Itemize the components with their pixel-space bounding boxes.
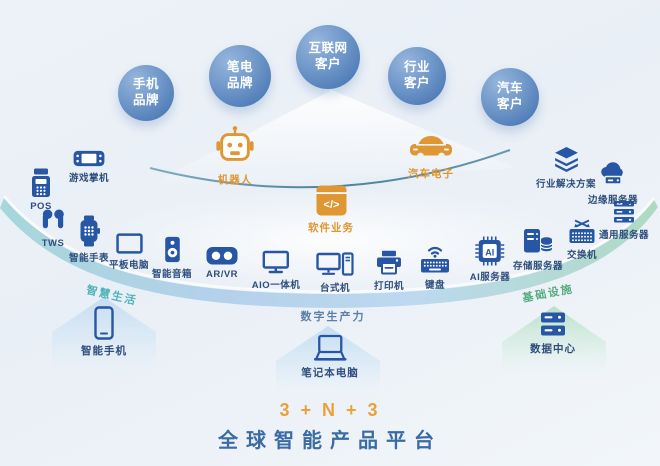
storage-server-icon: [523, 227, 553, 255]
device-label: 边缘服务器: [587, 195, 639, 206]
monitor-icon: [262, 250, 290, 274]
software-window-icon: </>: [315, 184, 348, 217]
pillar-smartphone: 智能手机: [81, 306, 127, 358]
core-item-software: </> 软件业务: [308, 184, 354, 235]
device-storage-server: 存储服务器: [513, 227, 563, 272]
customer-label: 汽车客户: [496, 81, 523, 111]
customer-label: 笔电品牌: [226, 60, 253, 90]
device-label: 智能手表: [68, 253, 110, 264]
customer-label: 手机品牌: [132, 77, 159, 107]
device-ar-vr: AR/VR: [206, 246, 239, 280]
laptop-icon: [313, 334, 347, 362]
device-label: 通用服务器: [598, 230, 650, 241]
core-item-label: 软件业务: [308, 222, 354, 234]
earbuds-icon: [41, 208, 66, 235]
vr-goggles-icon: [206, 246, 239, 266]
pillar-datacenter: 数据中心: [530, 311, 576, 356]
device-aio: AIO一体机: [252, 250, 300, 291]
device-label: AIO一体机: [251, 280, 301, 291]
pillar-label: 智能手机: [81, 345, 127, 357]
smartphone-icon: [93, 306, 115, 340]
ai-chip-icon: AI: [475, 236, 505, 266]
device-label: 键盘: [424, 280, 445, 291]
customer-circle-laptop-brand: 笔电品牌: [209, 45, 271, 107]
handheld-console-icon: [73, 150, 105, 167]
core-item-label: 汽车电子: [408, 168, 454, 180]
platform-title: 全球智能产品平台: [218, 430, 442, 452]
footer-title-block: 3 + N + 3 全球智能产品平台: [0, 400, 660, 453]
device-label: TWS: [41, 238, 65, 249]
device-desktop: 台式机: [316, 252, 354, 294]
solution-layers-icon: [552, 146, 579, 173]
device-keyboard: 键盘: [420, 241, 450, 291]
customer-circle-industry: 行业客户: [388, 47, 446, 105]
device-printer: 打印机: [374, 250, 404, 292]
edge-cloud-server-icon: [599, 161, 627, 189]
device-label: AR/VR: [205, 269, 239, 280]
printer-icon: [375, 250, 403, 275]
smart-speaker-icon: [161, 236, 182, 263]
pillar-laptop: 笔记本电脑: [301, 334, 359, 380]
device-label: 台式机: [319, 283, 350, 294]
device-label: AI服务器: [469, 272, 511, 283]
platform-formula: 3 + N + 3: [279, 400, 381, 420]
car-icon: [408, 131, 454, 163]
desktop-pc-icon: [316, 252, 354, 277]
robot-icon: [214, 125, 256, 169]
customer-circle-internet: 互联网客户: [296, 25, 360, 89]
device-industry-solution: 行业解决方案: [536, 146, 596, 190]
tablet-icon: [115, 233, 143, 254]
device-label: 存储服务器: [512, 261, 564, 272]
pos-terminal-icon: [30, 168, 53, 198]
core-item-automotive: 汽车电子: [408, 131, 454, 181]
customer-label: 互联网客户: [308, 41, 348, 71]
pillar-label: 数据中心: [530, 343, 576, 355]
network-switch-icon: [568, 218, 596, 244]
zone-label-digital-productivity: 数字生产力: [300, 311, 366, 323]
datacenter-icon: [538, 311, 568, 338]
smartwatch-icon: [77, 215, 101, 247]
core-item-label: 机器人: [217, 174, 253, 186]
device-label: 打印机: [373, 281, 405, 292]
device-label: 平板电脑: [108, 260, 150, 271]
device-edge-server: 边缘服务器: [588, 161, 638, 206]
customer-circle-phone-brand: 手机品牌: [118, 65, 174, 121]
device-label: 交换机: [566, 250, 598, 261]
device-smartwatch: 智能手表: [69, 215, 109, 264]
device-general-server: 通用服务器: [599, 200, 649, 241]
device-switch: 交换机: [567, 218, 597, 261]
device-label: 行业解决方案: [535, 179, 597, 190]
device-label: 智能音箱: [151, 269, 193, 280]
pillar-label: 笔记本电脑: [301, 367, 359, 379]
customer-label: 行业客户: [403, 60, 430, 90]
device-tws: TWS: [41, 208, 66, 249]
core-item-robot: 机器人: [214, 125, 256, 187]
customer-circle-automotive: 汽车客户: [481, 68, 539, 126]
device-pos: POS: [30, 168, 53, 212]
device-smart-speaker: 智能音箱: [152, 236, 192, 280]
device-ai-server: AI AI服务器: [470, 236, 511, 283]
device-label: POS: [30, 201, 52, 212]
device-label: 游戏掌机: [68, 173, 110, 184]
device-game-handheld: 游戏掌机: [69, 150, 109, 184]
rack-server-icon: [613, 200, 635, 224]
wireless-keyboard-icon: [420, 241, 450, 274]
device-tablet: 平板电脑: [109, 233, 149, 271]
code-glyph: </>: [323, 199, 339, 211]
ai-glyph: AI: [485, 248, 494, 258]
